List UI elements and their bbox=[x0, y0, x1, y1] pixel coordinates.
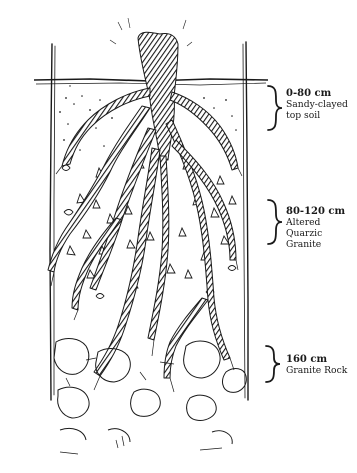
layer-depth: 0-80 cm bbox=[286, 88, 357, 99]
layer-label-altered-granite: 80-120 cm Altered Quarzic Granite bbox=[286, 206, 357, 250]
root-right-long bbox=[166, 120, 230, 360]
layer-label-granite-rock: 160 cm Granite Rock bbox=[286, 354, 357, 376]
layer-depth: 160 cm bbox=[286, 354, 357, 365]
layer-label-topsoil: 0-80 cm Sandy-clayed top soil bbox=[286, 88, 357, 121]
granite-rock-layer bbox=[54, 339, 246, 454]
layer-depth: 80-120 cm bbox=[286, 206, 357, 217]
layer-description: Granite Rock bbox=[286, 365, 357, 376]
layer-braces bbox=[266, 86, 282, 382]
brace-altered bbox=[268, 200, 282, 244]
root-system bbox=[48, 32, 238, 378]
brace-rock bbox=[266, 346, 280, 382]
layer-description: Sandy-clayed bbox=[286, 99, 357, 110]
brace-topsoil bbox=[268, 86, 282, 130]
root-right-upper bbox=[170, 92, 238, 170]
root-right-branch bbox=[164, 298, 208, 378]
layer-description: Altered Quarzic bbox=[286, 217, 357, 239]
layer-description: Granite bbox=[286, 239, 357, 250]
layer-description: top soil bbox=[286, 110, 357, 121]
